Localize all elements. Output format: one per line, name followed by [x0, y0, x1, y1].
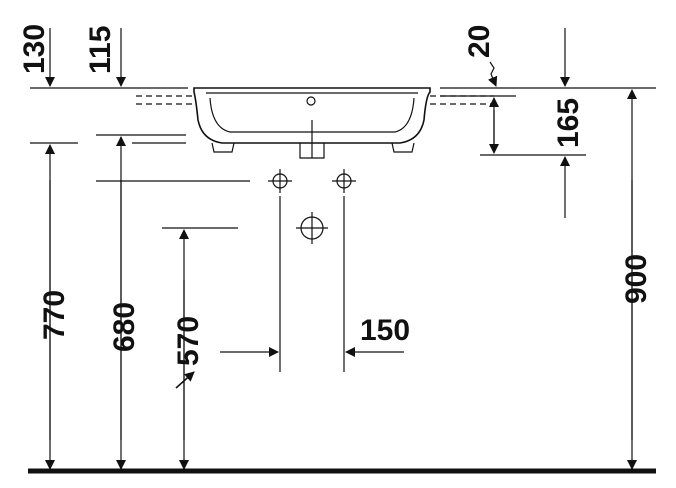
dimension-arrows: [45, 28, 637, 470]
dim-130-label: 130: [18, 24, 51, 74]
waste-outlet: [296, 212, 328, 244]
dim-115-label: 115: [84, 26, 117, 74]
dim-680-label: 680: [108, 302, 141, 352]
tap-hole-right: [332, 169, 356, 193]
dim-150-label: 150: [360, 314, 410, 347]
extension-lines: [30, 87, 656, 372]
dim-900-label: 900: [620, 254, 653, 304]
tap-hole-left: [268, 169, 292, 193]
dim-570-label: 570: [172, 316, 205, 366]
washbasin-outline: [193, 87, 431, 159]
dim-165-label: 165: [552, 98, 585, 148]
dim-770-label: 770: [38, 290, 71, 340]
dim-20-label: 20: [463, 25, 496, 58]
